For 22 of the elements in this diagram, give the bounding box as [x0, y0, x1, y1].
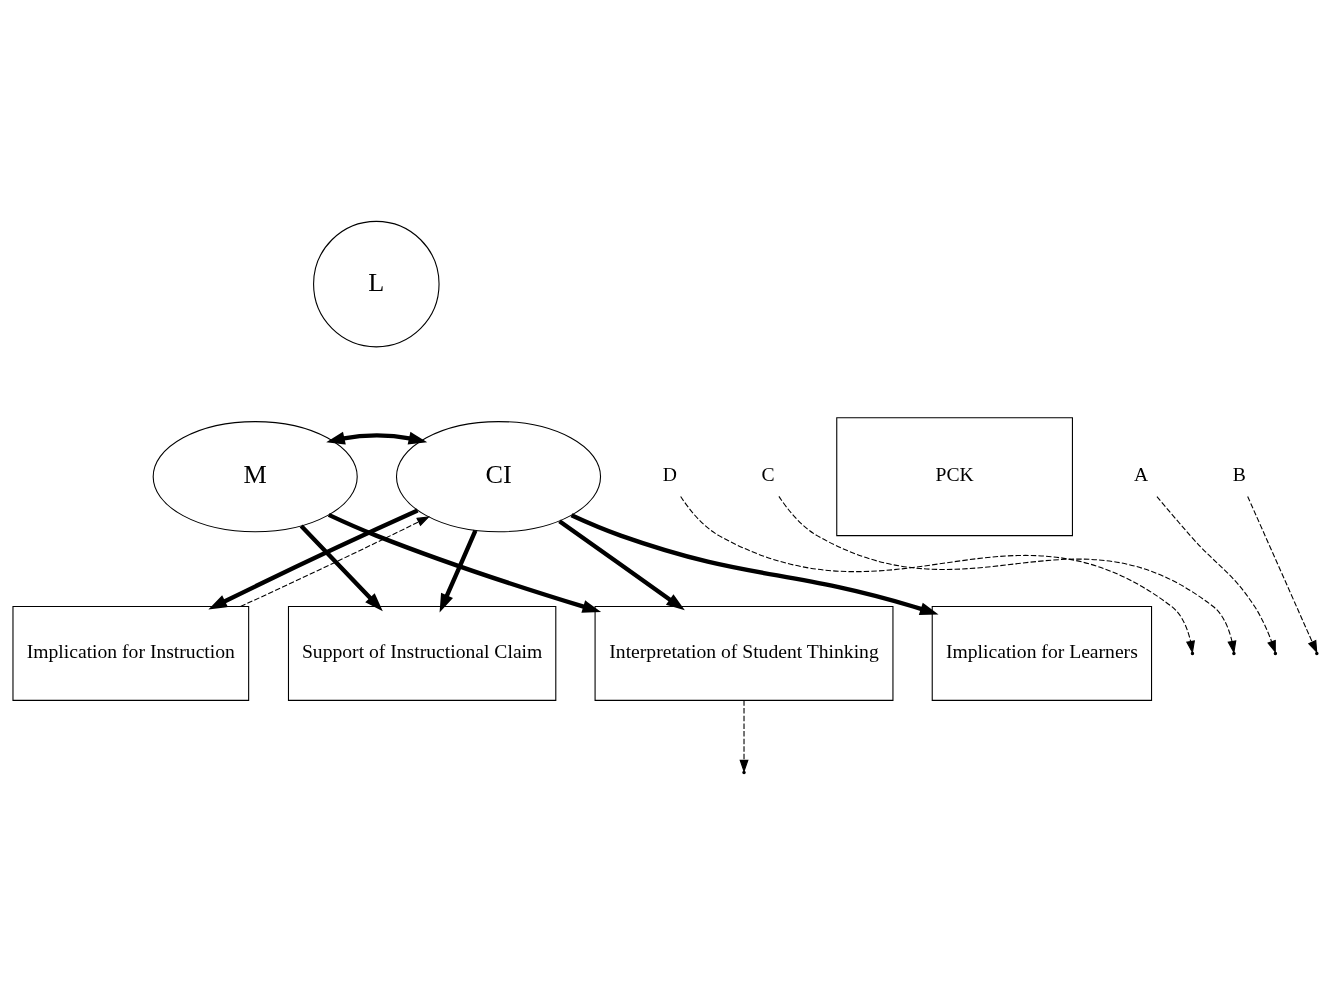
- arrow: [439, 529, 478, 612]
- arrow: [558, 518, 685, 610]
- arrow: [240, 515, 430, 607]
- arrow: [570, 512, 939, 615]
- arrow: [739, 699, 749, 773]
- node-circle: L: [313, 220, 440, 347]
- arrow: [299, 523, 383, 611]
- node-ellipse: M: [152, 420, 358, 532]
- arrow: [1247, 495, 1318, 654]
- node-ellipse: CI: [395, 420, 602, 532]
- node-text: C: [761, 463, 775, 485]
- node-box: Implication for Learners: [931, 605, 1153, 701]
- arrow: [326, 431, 428, 445]
- node-text: B: [1232, 463, 1246, 485]
- node-box: PCK: [836, 416, 1073, 536]
- node-text: D: [662, 463, 677, 485]
- node-box: Interpretation of Student Thinking: [594, 605, 894, 701]
- node-box: Support of Instructional Claim: [287, 605, 557, 701]
- node-box: Implication for Instruction: [12, 605, 250, 701]
- arrow: [208, 508, 419, 609]
- arrow: [327, 512, 602, 613]
- node-text: A: [1134, 463, 1149, 485]
